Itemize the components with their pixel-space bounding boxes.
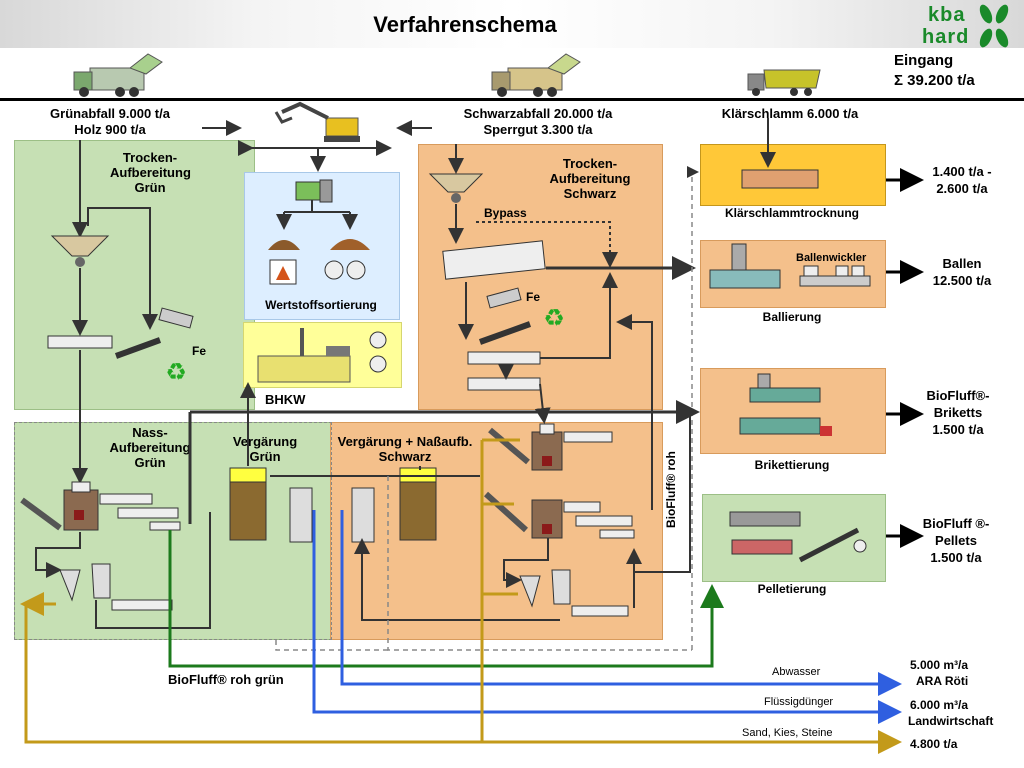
label-trocken-gruen-3: Grün xyxy=(134,180,166,195)
drum-screen-icon xyxy=(442,240,546,280)
input-schwarz-line1: Schwarzabfall 20.000 t/a xyxy=(463,106,613,121)
flow-fluessig xyxy=(312,510,902,724)
label-verg-schwarz-1: Vergärung + Naßaufb. xyxy=(337,434,473,449)
header-rule xyxy=(0,98,1024,101)
label-trocken-gruen-2: Aufbereitung xyxy=(110,165,191,180)
truck-green-icon xyxy=(73,53,163,97)
label-verg-schwarz-2: Schwarz xyxy=(378,449,432,464)
chp-engine-icon xyxy=(257,328,387,383)
conveyor-gruen xyxy=(114,337,162,359)
output-briketts-line2: Briketts xyxy=(933,405,983,420)
output-briketts-line3: 1.500 t/a xyxy=(932,422,984,437)
excavator-icon xyxy=(274,101,360,142)
label-sand: Sand, Kies, Steine xyxy=(742,727,833,739)
recycle-gruen-icon: ♻ xyxy=(165,359,187,386)
digester-gruen-icon xyxy=(229,467,313,543)
output-pellets-line2: Pellets xyxy=(935,533,977,548)
baler-icon xyxy=(709,243,871,289)
label-brikettierung: Brikettierung xyxy=(754,458,830,472)
output-klaer-line2: 2.600 t/a xyxy=(936,181,988,196)
shredder-icon xyxy=(75,257,85,267)
output-abwasser-line2: ARA Röti xyxy=(916,674,969,688)
output-fluessig-line2: Landwirtschaft xyxy=(908,714,994,728)
magnet-gruen-icon xyxy=(158,307,194,329)
recycle-schwarz-icon: ♻ xyxy=(543,305,565,332)
label-trocken-schwarz-1: Trocken- xyxy=(562,156,618,171)
label-nass-gruen-1: Nass- xyxy=(132,425,168,440)
digester-schwarz-icon xyxy=(351,467,437,543)
logo-leaf-icon xyxy=(979,4,1009,48)
output-pellets-line1: BioFluff ®- xyxy=(922,516,990,531)
cyclone-gruen-icon xyxy=(59,569,81,602)
output-fluessig-line1: 6.000 m³/a xyxy=(910,698,969,712)
output-ballen-line2: 12.500 t/a xyxy=(932,273,992,288)
box-brikettierung xyxy=(700,368,886,454)
logo-text-hard: hard xyxy=(922,26,970,48)
eingang-label: Eingang xyxy=(894,52,954,69)
output-sand-line1: 4.800 t/a xyxy=(910,737,958,751)
truck-sludge-icon xyxy=(747,69,821,96)
wet-reactor-schwarz-icon xyxy=(531,423,563,539)
hopper-icon xyxy=(50,235,110,257)
dryer-icon xyxy=(741,169,819,189)
label-fe-schwarz: Fe xyxy=(526,290,541,304)
title-band xyxy=(0,0,1024,48)
pellet-press-icon xyxy=(729,511,867,563)
sorting-machine-icon xyxy=(268,179,370,285)
label-verg-gruen-2: Grün xyxy=(249,449,281,464)
flow-biofluff-roh-gruen xyxy=(168,530,724,668)
truck-black-icon xyxy=(491,53,581,97)
output-ballen-line1: Ballen xyxy=(942,256,982,271)
label-abwasser: Abwasser xyxy=(772,666,821,678)
output-briketts-line1: BioFluff®- xyxy=(926,388,990,403)
output-klaer-line1: 1.400 t/a - xyxy=(932,164,992,179)
label-nass-gruen-3: Grün xyxy=(134,455,166,470)
label-trocken-gruen-1: Trocken- xyxy=(122,150,178,165)
label-wertstoff: Wertstoffsortierung xyxy=(265,298,377,312)
label-fe-gruen: Fe xyxy=(192,344,207,358)
screen-gruen-icon xyxy=(47,335,113,349)
input-gruen-line1: Grünabfall 9.000 t/a xyxy=(50,106,170,121)
flow-bypass xyxy=(476,221,618,268)
box-pelletierung xyxy=(702,494,886,582)
label-trocken-schwarz-2: Aufbereitung xyxy=(549,171,631,186)
label-trocken-schwarz-3: Schwarz xyxy=(563,186,617,201)
eingang-total: Σ 39.200 t/a xyxy=(894,72,975,89)
label-pelletierung: Pelletierung xyxy=(757,582,827,596)
label-klaerschlammtrocknung: Klärschlammtrocknung xyxy=(724,206,860,220)
page-title: Verfahrenschema xyxy=(373,12,557,37)
area-nass-gruen xyxy=(14,422,332,640)
briquetting-press-icon xyxy=(739,373,832,436)
input-klaer-line1: Klärschlamm 6.000 t/a xyxy=(721,106,859,121)
label-bhkw: BHKW xyxy=(265,392,306,407)
label-ballenwickler: Ballenwickler xyxy=(796,252,867,264)
label-bypass: Bypass xyxy=(484,206,527,220)
flow-sand xyxy=(24,604,902,754)
area-nass-gruen-outline xyxy=(14,422,332,640)
input-gruen-line2: Holz 900 t/a xyxy=(74,122,146,137)
label-biofluff-roh-gruen: BioFluff® roh grün xyxy=(168,672,284,687)
flow-abwasser xyxy=(340,510,902,696)
input-schwarz-line2: Sperrgut 3.300 t/a xyxy=(483,122,593,137)
output-abwasser-line1: 5.000 m³/a xyxy=(910,658,969,672)
wet-reactor-gruen-icon xyxy=(63,481,99,531)
output-pellets-line3: 1.500 t/a xyxy=(930,550,982,565)
label-fluessig: Flüssigdünger xyxy=(764,696,834,708)
label-ballierung: Ballierung xyxy=(762,310,822,324)
logo-text-kba: kba xyxy=(928,4,966,26)
label-nass-gruen-2: Aufbereitung xyxy=(109,440,191,455)
